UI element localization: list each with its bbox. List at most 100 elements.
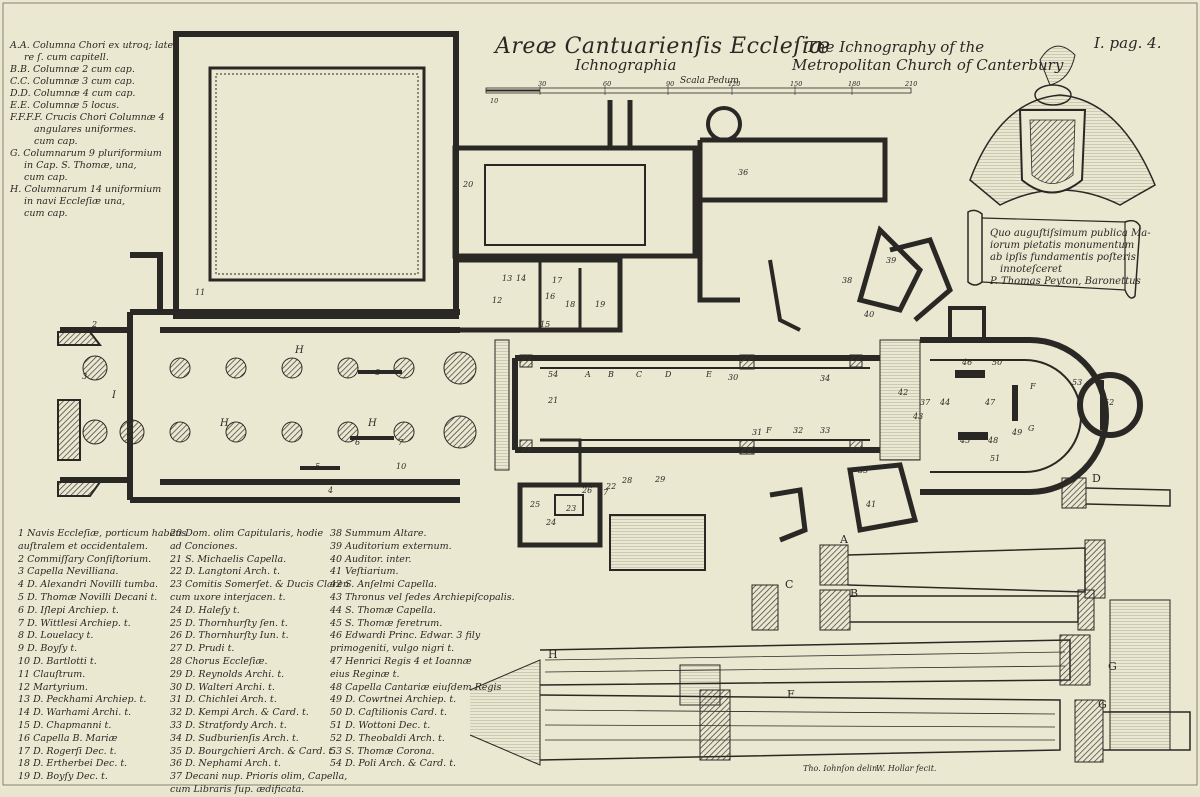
cartouche-line: Quo auguſtiſsimum publica Ma- bbox=[990, 228, 1151, 239]
plan-label: 24 bbox=[546, 518, 557, 527]
plan-label: 11 bbox=[195, 288, 206, 297]
title-english-line2: Metropolitan Church of Canterbury bbox=[792, 56, 1064, 74]
legend-entry: 30 D. Walteri Archi. t. bbox=[170, 681, 275, 693]
legend-entry: cum uxore interjacen. t. bbox=[170, 591, 286, 603]
cartouche-line: innoteſceret bbox=[1000, 264, 1062, 275]
plan-label: 4 bbox=[328, 486, 334, 495]
column-elevations bbox=[469, 477, 1191, 766]
plan-label: 18 bbox=[565, 300, 576, 309]
scale-tick: 30 bbox=[538, 80, 547, 88]
plan-label: 32 bbox=[793, 426, 804, 435]
legend-entry: 24 D. Haleſy t. bbox=[170, 604, 240, 616]
legend-entry: 34 D. Sudburienſis Arch. t. bbox=[170, 732, 299, 744]
plan-label: 19 bbox=[595, 300, 606, 309]
round-chapel bbox=[706, 106, 742, 142]
legend-entry: 47 Henrici Regis 4 et Ioannæ bbox=[330, 655, 472, 667]
legend-entry: 46 Edwardi Princ. Edwar. 3 fily bbox=[330, 630, 481, 642]
delineator-credit: Tho. Iohnſon delin. bbox=[803, 764, 880, 773]
nave bbox=[60, 252, 460, 503]
ne-chapels bbox=[768, 225, 953, 332]
legend-entry: 21 S. Michaelis Capella. bbox=[170, 553, 287, 565]
key-line: cum cap. bbox=[24, 172, 68, 183]
legend-entry: 18 D. Ertherbei Dec. t. bbox=[18, 758, 128, 770]
plan-label: 25 bbox=[530, 500, 541, 509]
west-towers bbox=[57, 331, 103, 497]
plan-label: 23 bbox=[566, 504, 577, 513]
plan-label: C bbox=[636, 370, 643, 379]
plan-label: 48 bbox=[988, 436, 999, 445]
legend-entry: 20 Dom. olim Capitularis, hodie bbox=[170, 528, 324, 539]
plan-label: 5 bbox=[315, 462, 321, 471]
legend-column-2: 20 Dom. olim Capitularis, hodie ad Conci… bbox=[170, 528, 349, 797]
plan-label: 42 bbox=[898, 388, 909, 397]
scale-tick: 120 bbox=[728, 80, 741, 88]
plan-label: 12 bbox=[492, 296, 503, 305]
column-label: C bbox=[785, 578, 794, 591]
legend-entry: 12 Martyrium. bbox=[18, 681, 88, 693]
key-line: B.B. Columnæ 2 cum cap. bbox=[10, 64, 135, 75]
legend-entry: primogeniti, vulgo nigri t. bbox=[330, 643, 455, 655]
cartouche-line: iorum pietatis monumentum bbox=[990, 240, 1135, 251]
key-line: cum cap. bbox=[24, 208, 68, 219]
scale-tick: 210 bbox=[905, 80, 918, 88]
plan-label: 45 bbox=[960, 436, 971, 445]
legend-entry: 38 Summum Altare. bbox=[330, 528, 427, 539]
title-english-line1: The Ichnography of the bbox=[806, 38, 985, 56]
legend-entry: 13 D. Peckhami Archiep. t. bbox=[18, 694, 147, 706]
scale-tick: 150 bbox=[790, 80, 803, 88]
legend-entry: 9 D. Boyſy t. bbox=[18, 643, 78, 655]
engraver-credit: W. Hollar fecit. bbox=[876, 764, 937, 773]
plan-label: 16 bbox=[545, 292, 556, 301]
legend-entry: 19 D. Boyſy Dec. t. bbox=[18, 771, 108, 783]
plan-label: 30 bbox=[728, 373, 739, 382]
legend-entry: 52 D. Theobaldi Arch. t. bbox=[330, 732, 445, 744]
plan-label: 10 bbox=[396, 462, 407, 471]
legend-entry: 25 D. Thornhurſty ſen. t. bbox=[170, 617, 288, 629]
key-line: A.A. Columna Chori ex utroq; late- bbox=[10, 40, 177, 51]
legend-entry: 17 D. Rogerſi Dec. t. bbox=[18, 745, 117, 757]
legend-entry: 49 D. Cowrtnei Archiep. t. bbox=[330, 694, 457, 706]
plan-label: 40 bbox=[864, 310, 875, 319]
plan-label: 15 bbox=[540, 320, 551, 329]
choir-piers bbox=[519, 354, 863, 455]
scale-tick: 90 bbox=[666, 80, 675, 88]
plan-label: 43 bbox=[913, 412, 924, 421]
cartouche-scroll bbox=[967, 209, 1141, 299]
legend-entry: 14 D. Warhami Archi. t. bbox=[18, 707, 132, 719]
title-latin-line1: Areæ Cantuarienſis Eccleſiæ bbox=[495, 34, 831, 59]
plan-label: 2 bbox=[92, 320, 98, 329]
plan-label: 39 bbox=[886, 256, 897, 265]
plan-label: I bbox=[112, 390, 116, 401]
key-line: E.E. Columnæ 5 locus. bbox=[10, 100, 120, 111]
plan-label: 26 bbox=[582, 486, 593, 495]
plan-label: 36 bbox=[738, 168, 749, 177]
plan-label: 35 bbox=[858, 466, 869, 475]
plan-label: F bbox=[766, 426, 772, 435]
plan-label: 38 bbox=[842, 276, 853, 285]
legend-entry: 29 D. Reynolds Archi. t. bbox=[170, 668, 285, 680]
legend-entry: 40 Auditor. inter. bbox=[330, 553, 412, 565]
plan-label: D bbox=[665, 370, 672, 379]
legend-column-1: 1 Navis Eccleſiæ, porticum habens auſtra… bbox=[18, 528, 186, 784]
scale-tick: 180 bbox=[848, 80, 861, 88]
cartouche-line: ab ipſis fundamentis poſteris bbox=[990, 252, 1136, 263]
plan-label: E bbox=[706, 370, 712, 379]
plan-label: F bbox=[1030, 382, 1036, 391]
plan-label: 6 bbox=[355, 438, 361, 447]
column-label: G bbox=[1108, 660, 1117, 673]
key-line: angulares uniformes. bbox=[34, 124, 137, 135]
plan-label: B bbox=[608, 370, 614, 379]
plan-label: 34 bbox=[820, 374, 831, 383]
legend-entry: 7 D. Wittlesi Archiep. t. bbox=[18, 617, 131, 629]
nave-piers bbox=[82, 351, 477, 449]
legend-entry: 41 Veſtiarium. bbox=[330, 566, 399, 578]
plan-label: 51 bbox=[990, 454, 1001, 463]
chapter-buildings bbox=[452, 100, 888, 333]
plan-label: 9 bbox=[392, 326, 398, 335]
legend-entry: 53 S. Thomæ Corona. bbox=[330, 745, 435, 757]
plan-label: 8 bbox=[375, 368, 381, 377]
column-label: D bbox=[1092, 472, 1101, 485]
plan-label: 44 bbox=[940, 398, 951, 407]
